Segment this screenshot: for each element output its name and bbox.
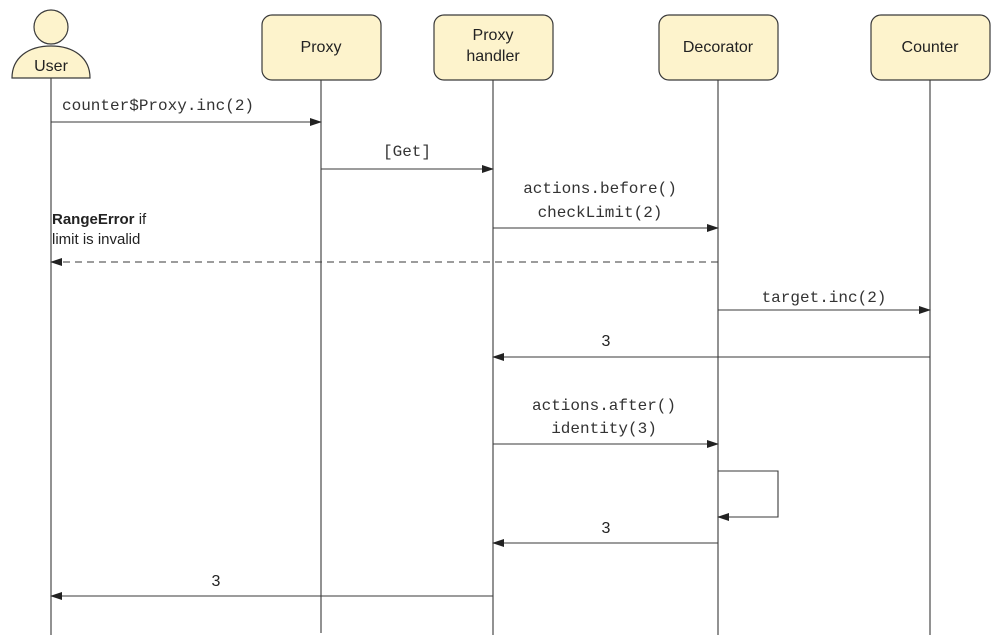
range-error-bold: RangeError xyxy=(52,211,135,228)
range-error-note: RangeError if xyxy=(52,211,147,228)
message-label-target-inc: target.inc(2) xyxy=(762,289,887,307)
participant-proxy: Proxy xyxy=(301,39,342,56)
participant-proxy-handler-line1: Proxy xyxy=(473,27,514,44)
message-label-before: actions.before() xyxy=(523,180,677,198)
message-label-return-user: 3 xyxy=(212,573,221,590)
participant-proxy-handler-line2: handler xyxy=(466,48,520,65)
participant-box-proxy xyxy=(261,14,382,81)
message-label-identity: identity(3) xyxy=(551,420,657,438)
participant-box-proxy-handler xyxy=(433,14,554,81)
message-label-checklimit: checkLimit(2) xyxy=(538,204,663,222)
participant-box-counter xyxy=(870,14,991,81)
participant-decorator: Decorator xyxy=(683,39,754,56)
participant-box-decorator xyxy=(658,14,779,81)
participant-user: User xyxy=(34,58,68,75)
message-label-get: [Get] xyxy=(383,143,431,161)
user-actor-icon xyxy=(11,9,91,79)
message-label-inc: counter$Proxy.inc(2) xyxy=(62,97,254,115)
self-call-arrow xyxy=(717,470,779,521)
participant-counter: Counter xyxy=(902,39,960,56)
message-label-return-counter: 3 xyxy=(602,333,611,350)
range-error-if: if xyxy=(135,211,148,228)
message-label-after: actions.after() xyxy=(532,397,676,415)
message-label-return-decorator: 3 xyxy=(602,520,611,537)
range-error-note-line2: limit is invalid xyxy=(52,231,140,248)
